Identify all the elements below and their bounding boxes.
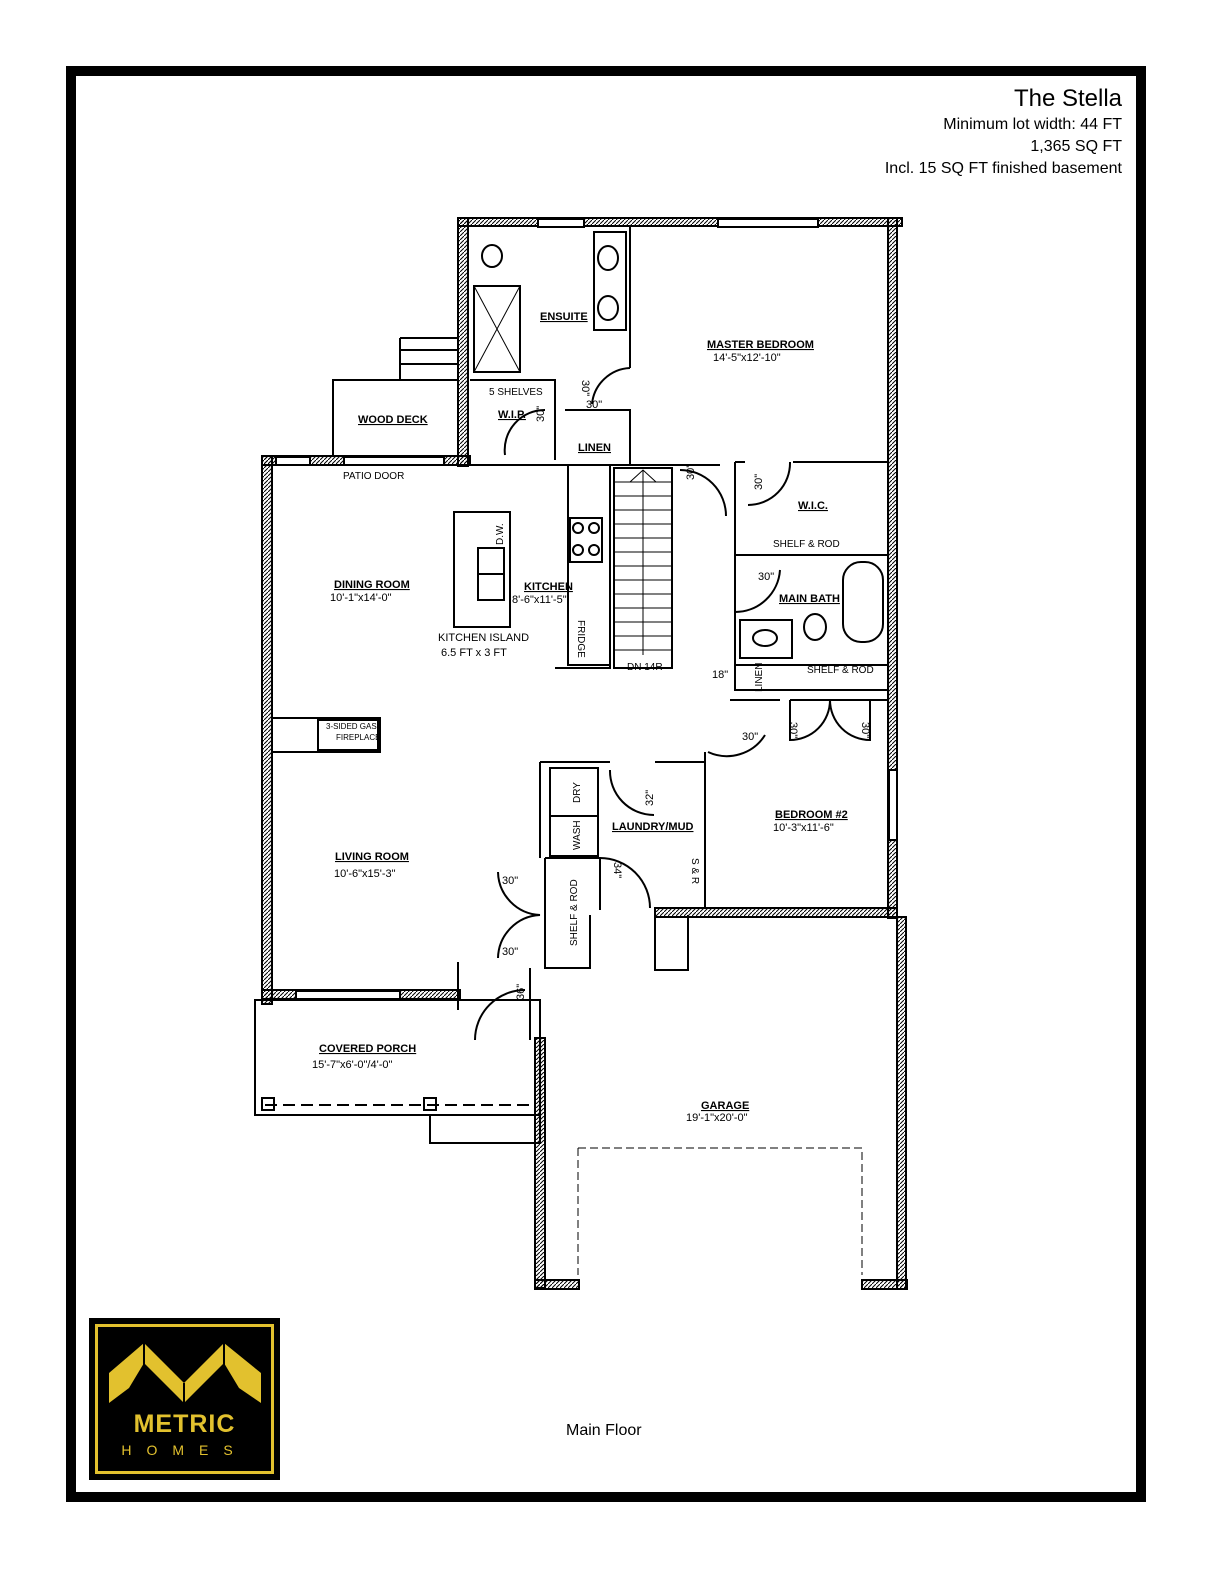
door-width: 30" — [502, 946, 518, 958]
logo-word-homes: HOMES — [121, 1442, 248, 1458]
room-label-wip: W.I.P. — [498, 409, 526, 421]
square-footage: 1,365 SQ FT — [1030, 138, 1122, 155]
door-width: 30" — [753, 474, 765, 490]
door-width: 30" — [502, 875, 518, 887]
room-label-linen: LINEN — [578, 442, 611, 454]
patio-door-label: PATIO DOOR — [343, 471, 404, 482]
room-label-main-bath: MAIN BATH — [779, 593, 840, 605]
kitchen-island-size: 6.5 FT x 3 FT — [441, 647, 507, 659]
logo-word-metric: METRIC — [133, 1410, 236, 1438]
dryer-label: DRY — [572, 782, 583, 803]
door-width: 30" — [579, 380, 591, 396]
basement-note: Incl. 15 SQ FT finished basement — [884, 160, 1122, 177]
room-size-living: 10'-6"x15'-3" — [334, 868, 396, 880]
hall-linen-label: LINEN — [754, 663, 765, 692]
plan-title: The Stella — [1013, 85, 1122, 112]
door-width: 34" — [611, 862, 623, 878]
door-width: 30" — [586, 399, 602, 411]
wip-shelves-note: 5 SHELVES — [489, 387, 543, 398]
room-label-ensuite: ENSUITE — [540, 311, 588, 323]
front-closet-shelf-rod: SHELF & ROD — [569, 879, 580, 946]
door-width: 36" — [515, 984, 527, 1000]
room-label-laundry: LAUNDRY/MUD — [612, 821, 694, 833]
door-width: 30" — [742, 731, 758, 743]
page-border — [66, 66, 1146, 1502]
fireplace-label-1: 3-SIDED GAS — [326, 722, 377, 731]
room-size-master-bedroom: 14'-5"x12'-10" — [713, 352, 781, 364]
fridge-label: FRIDGE — [575, 620, 586, 658]
room-label-wic: W.I.C. — [798, 500, 828, 512]
room-label-bedroom2: BEDROOM #2 — [775, 809, 848, 821]
room-label-master-bedroom: MASTER BEDROOM — [707, 339, 814, 351]
stairs-label: DN 14R — [627, 662, 663, 673]
washer-label: WASH — [572, 820, 583, 850]
room-label-dining: DINING ROOM — [334, 579, 410, 591]
room-label-kitchen: KITCHEN — [524, 581, 573, 593]
lot-width: Minimum lot width: 44 FT — [943, 116, 1122, 133]
door-width: 18" — [712, 669, 728, 681]
door-width: 30" — [685, 464, 697, 480]
wic-shelf-rod: SHELF & ROD — [773, 539, 840, 550]
room-label-wood-deck: WOOD DECK — [358, 414, 428, 426]
laundry-sr-label: S & R — [689, 858, 700, 884]
fireplace-label-2: FIREPLACE — [336, 733, 380, 742]
floor-caption: Main Floor — [566, 1422, 642, 1439]
room-label-garage: GARAGE — [701, 1100, 749, 1112]
room-size-porch: 15'-7"x6'-0"/4'-0" — [312, 1059, 392, 1071]
door-width: 30" — [859, 722, 871, 738]
metric-homes-logo: METRIC HOMES — [89, 1318, 280, 1480]
room-size-kitchen: 8'-6"x11'-5" — [512, 594, 567, 606]
walls — [254, 217, 908, 1290]
logo-mark-icon — [109, 1343, 261, 1403]
door-width: 30" — [535, 406, 547, 422]
dishwasher-label: D.W. — [495, 523, 506, 545]
plan-header: The Stella Minimum lot width: 44 FT 1,36… — [885, 84, 1122, 180]
room-size-garage: 19'-1"x20'-0" — [686, 1112, 748, 1124]
room-size-dining: 10'-1"x14'-0" — [330, 592, 392, 604]
room-label-porch: COVERED PORCH — [319, 1043, 416, 1055]
door-width: 30" — [758, 571, 774, 583]
room-label-living: LIVING ROOM — [335, 851, 409, 863]
bedroom2-shelf-rod: SHELF & ROD — [807, 665, 874, 676]
room-size-bedroom2: 10'-3"x11'-6" — [773, 822, 834, 834]
door-width: 32" — [644, 790, 656, 806]
door-width: 30" — [787, 722, 799, 738]
kitchen-island-label: KITCHEN ISLAND — [438, 632, 529, 644]
